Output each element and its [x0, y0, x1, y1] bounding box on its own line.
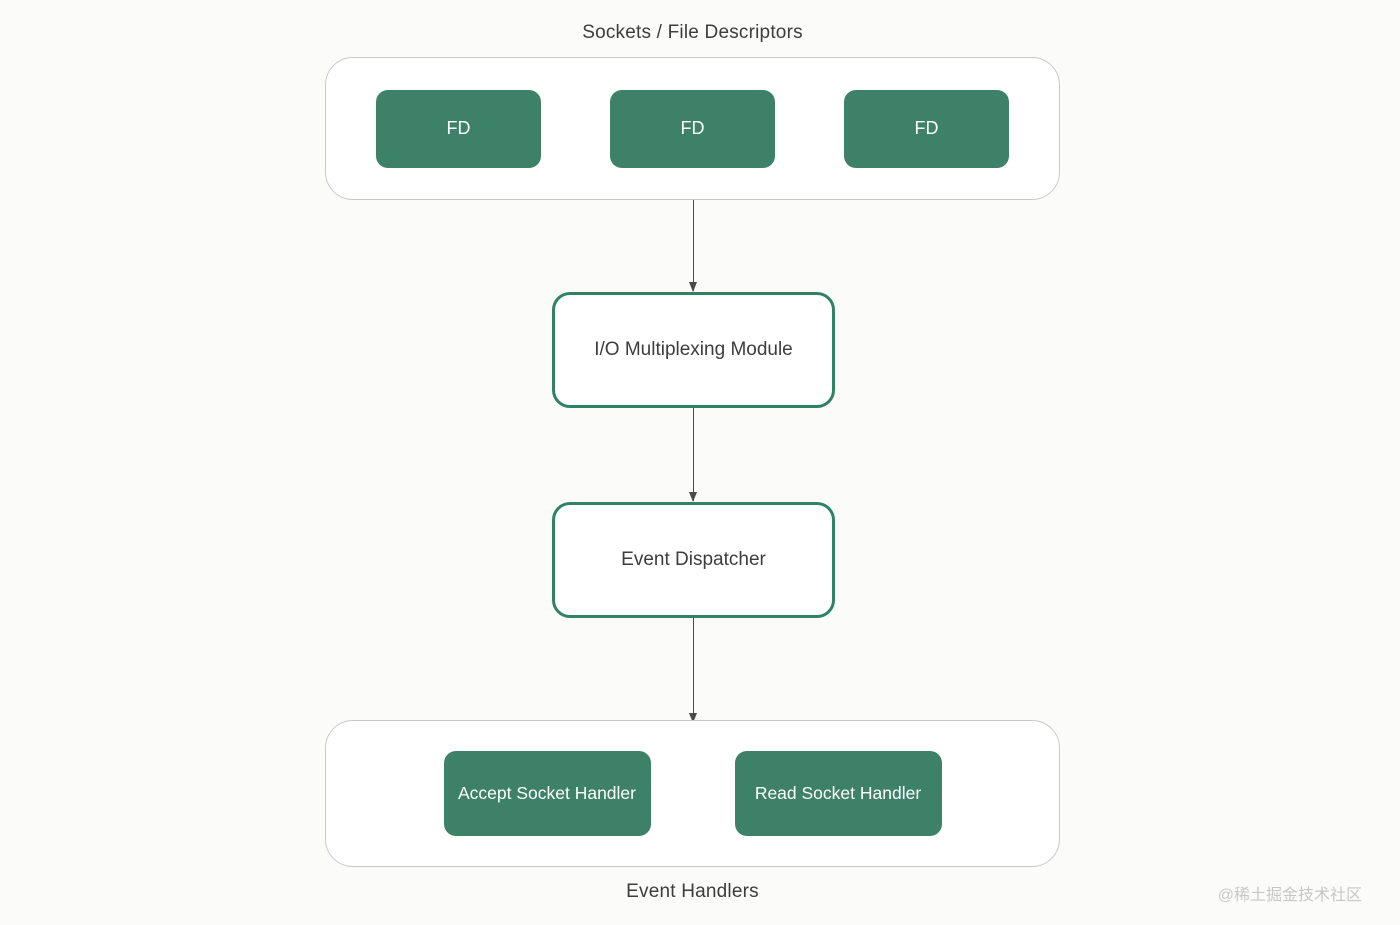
read-socket-handler-node: Read Socket Handler	[734, 751, 942, 836]
event-dispatcher-node: Event Dispatcher	[552, 502, 835, 618]
juejin-watermark: @稀土掘金技术社区	[1217, 887, 1362, 904]
arrow-dispatcher-to-handlers	[692, 618, 695, 722]
io-multiplexing-module-node: I/O Multiplexing Module	[552, 292, 835, 408]
sockets-container: FD FD FD	[325, 57, 1060, 200]
sockets-group-title: Sockets / File Descriptors	[582, 22, 803, 43]
arrow-sockets-to-io-module	[692, 200, 695, 291]
fd-node-3: FD	[844, 89, 1009, 168]
event-handlers-group-title: Event Handlers	[626, 881, 759, 902]
arrow-io-module-to-dispatcher	[692, 408, 695, 501]
event-handlers-container: Accept Socket Handler Read Socket Handle…	[325, 720, 1060, 867]
fd-node-2: FD	[610, 89, 775, 168]
fd-node-1: FD	[376, 89, 541, 168]
accept-socket-handler-node: Accept Socket Handler	[443, 751, 651, 836]
